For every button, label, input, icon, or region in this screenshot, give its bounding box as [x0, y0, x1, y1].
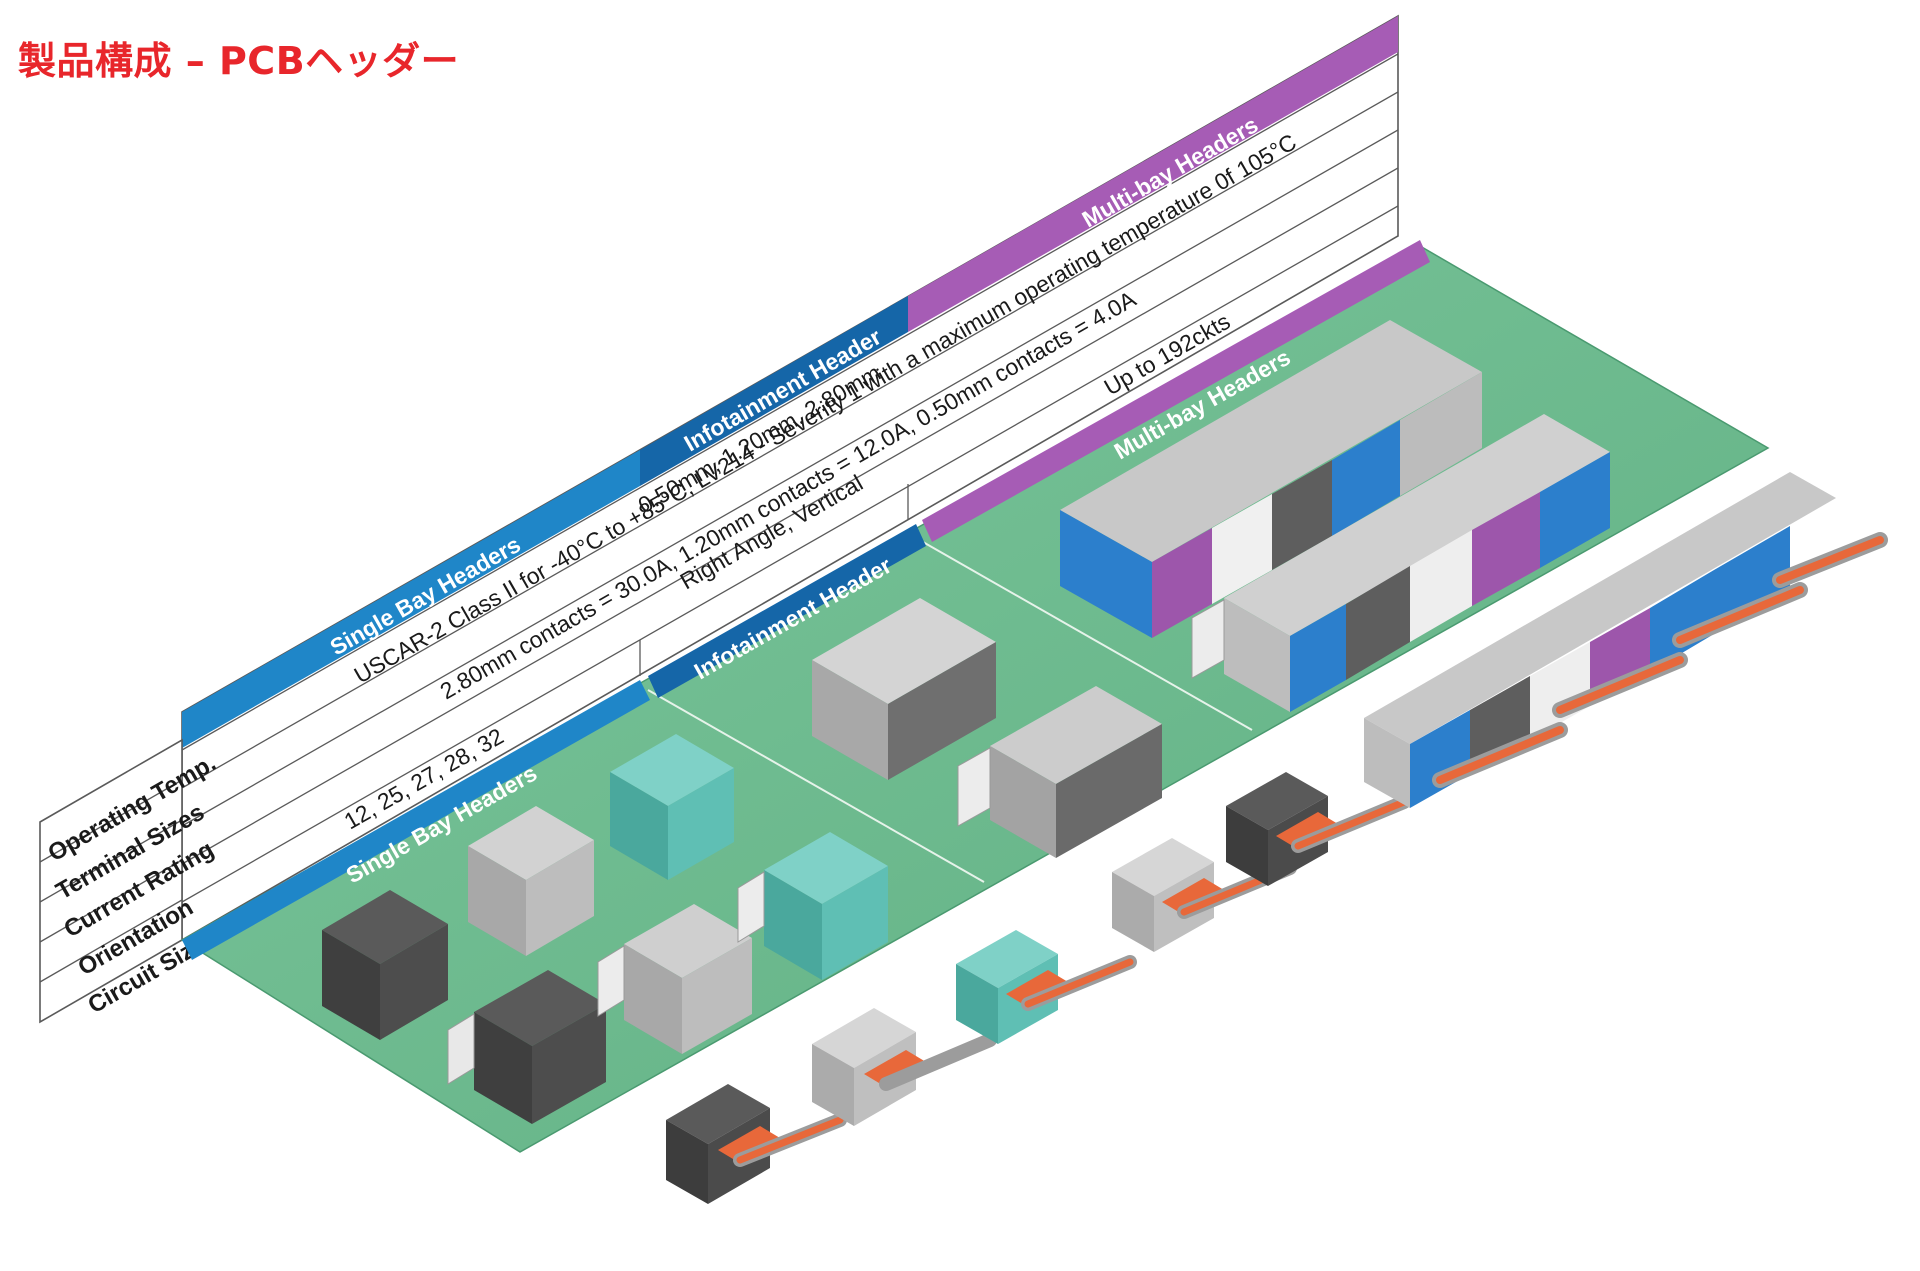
spec-row-line — [181, 53, 1399, 751]
header-teal — [610, 734, 734, 880]
row-label-line — [39, 819, 183, 903]
header-infotainment-vertical — [812, 598, 996, 780]
banner-single-bay — [182, 450, 640, 748]
page-title: 製品構成 – PCBヘッダー — [18, 39, 460, 83]
spec-row-line — [181, 167, 1399, 865]
banner-multibay — [908, 16, 1398, 332]
banner-infotainment — [640, 296, 908, 486]
header-multibay-ra — [1191, 414, 1610, 712]
spec-row-line — [181, 91, 1399, 789]
board-divider — [915, 537, 1253, 731]
board-banner-multibay — [922, 240, 1430, 542]
connector-dark — [666, 1084, 847, 1204]
connector-teal — [956, 930, 1137, 1044]
board-banner-single-bay — [182, 680, 650, 960]
header-dark-gray — [322, 890, 448, 1040]
connector-multibay — [1364, 472, 1888, 808]
row-label-line — [39, 899, 183, 983]
single-bay-headers — [322, 734, 888, 1124]
board-divider — [647, 689, 985, 883]
mating-connectors — [666, 472, 1888, 1204]
spec-row-line — [181, 205, 1399, 903]
row-label-line — [39, 859, 183, 943]
board-banner-infotainment — [648, 524, 926, 698]
header-multibay-vertical — [1060, 320, 1482, 638]
header-light-gray-ra — [597, 904, 752, 1054]
multibay-headers — [1060, 320, 1610, 712]
row-label-line — [39, 779, 183, 863]
header-dark-gray-ra — [447, 970, 606, 1124]
infotainment-headers — [812, 598, 1162, 858]
header-infotainment-ra — [957, 686, 1162, 858]
header-light-gray — [468, 806, 594, 956]
connector-light-gray-1 — [812, 1008, 997, 1126]
connector-dark-2 — [1226, 772, 1411, 886]
header-teal-ra — [737, 832, 888, 980]
spec-row-line — [181, 129, 1399, 827]
